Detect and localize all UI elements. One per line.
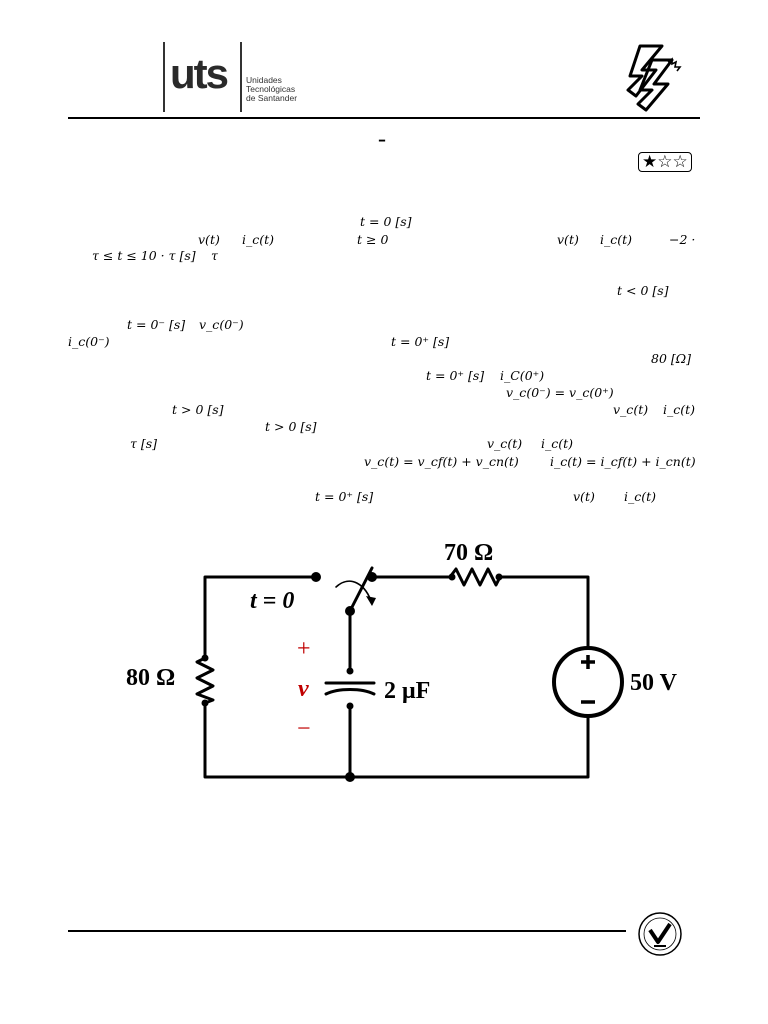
- resistor-70-zigzag: [448, 567, 502, 587]
- institution-emblem-icon: [626, 44, 682, 112]
- resistor-70-node-r: [495, 573, 503, 581]
- math-t-gt-0-2: t > 0 [s]: [265, 419, 317, 434]
- math-vc-continuity: v_c(0⁻) = v_c(0⁺): [506, 385, 614, 400]
- math-80-ohm: 80 [Ω]: [651, 351, 691, 366]
- title-dash: –: [378, 130, 386, 149]
- switch-node-right: [367, 572, 377, 582]
- logo-bar-left: [163, 42, 165, 112]
- math-ic-t-3: i_c(t): [663, 402, 696, 417]
- label-minus: −: [297, 716, 311, 742]
- label-2-uF: 2 μF: [384, 678, 431, 704]
- math-vc-decomp: v_c(t) = v_cf(t) + v_cn(t): [364, 454, 519, 469]
- accreditation-seal-icon: [638, 912, 682, 956]
- logo-line-2: Tecnológicas: [246, 84, 296, 94]
- footer-rule: [68, 930, 626, 932]
- circuit-diagram: [195, 566, 624, 782]
- math-ic-0-minus: i_c(0⁻): [68, 334, 110, 349]
- logo-text: Unidades Tecnológicas de Santander: [246, 76, 297, 103]
- math-ic-decomp: i_c(t) = i_cf(t) + i_cn(t): [550, 454, 696, 469]
- math-v-t: v(t): [198, 232, 220, 247]
- math-tau: τ: [211, 248, 218, 263]
- resistor-70-node-l: [448, 573, 456, 581]
- wire-left-bottom: [203, 701, 590, 779]
- junction-node-bottom: [345, 772, 355, 782]
- label-70-ohm: 70 Ω: [444, 540, 494, 566]
- label-v: v: [298, 676, 309, 702]
- label-plus: +: [297, 636, 311, 662]
- wire-left-top: [203, 575, 318, 660]
- difficulty-stars: ★☆☆: [638, 152, 692, 172]
- math-minus-2: −2 ·: [669, 232, 696, 247]
- source-plus-icon: [581, 655, 595, 669]
- math-t-0-plus-3: t = 0⁺ [s]: [315, 489, 374, 504]
- math-t-gt-0: t > 0 [s]: [172, 402, 224, 417]
- resistor-80-node-b: [201, 699, 209, 707]
- logo-line-3: de Santander: [246, 93, 298, 103]
- resistor-80-node-t: [201, 654, 209, 662]
- logo-wordmark: uts: [170, 50, 229, 97]
- header-rule: [68, 117, 700, 119]
- voltage-source-circle: [552, 646, 624, 718]
- label-switch-t0: t = 0: [250, 588, 295, 614]
- label-50-V: 50 V: [630, 670, 677, 696]
- switch-arc-arrow: [366, 596, 376, 606]
- math-v-t-2: v(t): [557, 232, 579, 247]
- math-ic-t-4: i_c(t): [541, 436, 574, 451]
- math-ic-t: i_c(t): [242, 232, 275, 247]
- math-t-0-minus: t = 0⁻ [s]: [127, 317, 186, 332]
- logo-line-1: Unidades: [246, 75, 282, 85]
- capacitor-plate-bottom: [324, 688, 376, 696]
- math-ic-t-2: i_c(t): [600, 232, 633, 247]
- math-vc-t-2: v_c(t): [487, 436, 523, 451]
- math-v-t-3: v(t): [573, 489, 595, 504]
- math-t0: t = 0 [s]: [360, 214, 412, 229]
- capacitor-node-t: [346, 667, 354, 675]
- label-80-ohm: 80 Ω: [126, 665, 176, 691]
- wire-top-right-2: [498, 575, 590, 650]
- math-vc-t: v_c(t): [613, 402, 649, 417]
- switch-node-left: [311, 572, 321, 582]
- capacitor-node-b: [346, 702, 354, 710]
- switch-pivot-node: [345, 606, 355, 616]
- header-logo: uts Unidades Tecnológicas de Santander: [160, 42, 320, 114]
- logo-bar-right: [240, 42, 242, 112]
- math-ic-0-plus: i_C(0⁺): [500, 368, 545, 383]
- resistor-80-zigzag: [195, 656, 215, 705]
- math-vc-0-minus: v_c(0⁻): [199, 317, 244, 332]
- math-t-geq-0: t ≥ 0: [357, 232, 389, 247]
- math-t-0-plus: t = 0⁺ [s]: [391, 334, 450, 349]
- math-t-lt-0: t < 0 [s]: [617, 283, 669, 298]
- math-ic-t-5: i_c(t): [624, 489, 657, 504]
- math-tau-s: τ [s]: [130, 436, 158, 451]
- math-t-0-plus-2: t = 0⁺ [s]: [426, 368, 485, 383]
- math-tau-range: τ ≤ t ≤ 10 · τ [s]: [92, 248, 196, 263]
